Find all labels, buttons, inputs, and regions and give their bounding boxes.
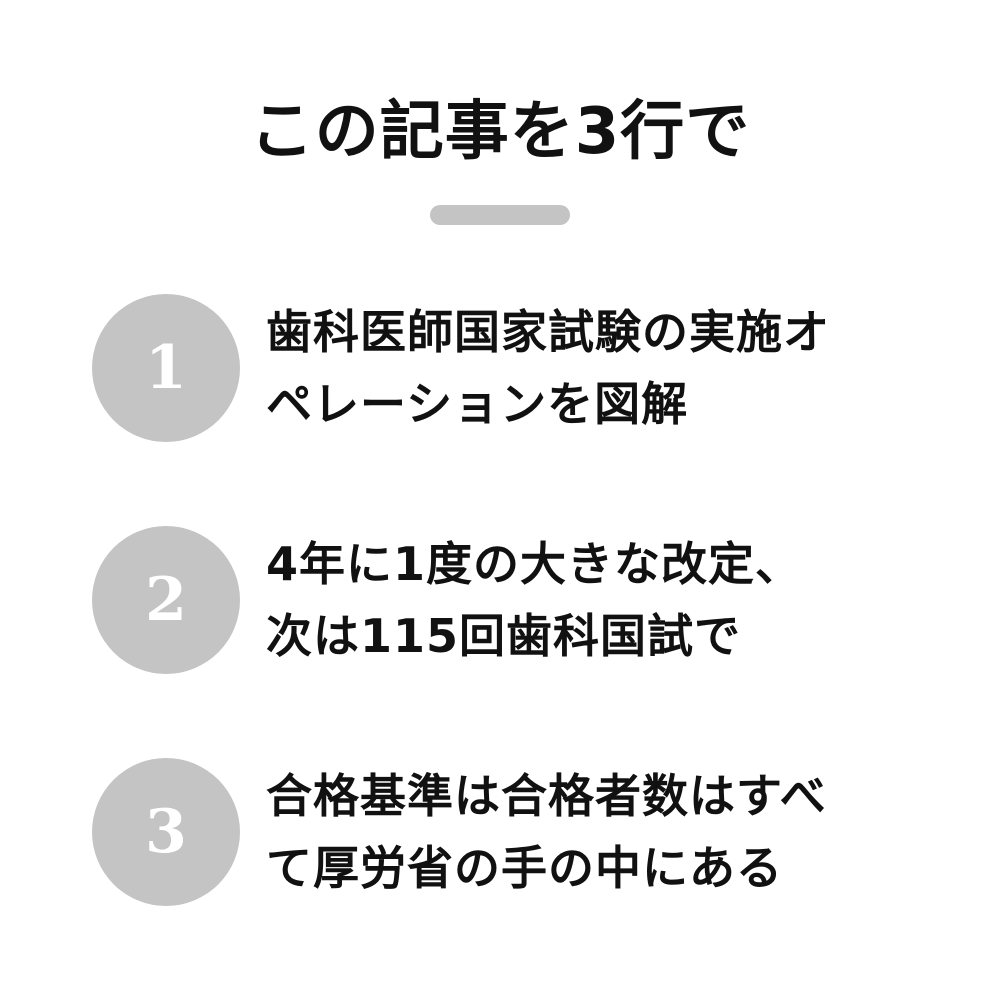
summary-line: 4年に1度の大きな改定、 xyxy=(266,537,803,591)
summary-text-1: 歯科医師国家試験の実施オ ペレーションを図解 xyxy=(266,296,956,440)
summary-line: ペレーションを図解 xyxy=(266,377,689,431)
summary-point-1: 1 歯科医師国家試験の実施オ ペレーションを図解 xyxy=(92,294,952,444)
summary-line: 合格基準は合格者数はすべ xyxy=(266,769,827,823)
summary-text-2: 4年に1度の大きな改定、 次は115回歯科国試で xyxy=(266,528,956,672)
summary-point-3: 3 合格基準は合格者数はすべ て厚労省の手の中にある xyxy=(92,758,952,908)
number-badge-2: 2 xyxy=(92,526,240,674)
title-divider xyxy=(430,205,570,225)
summary-line: て厚労省の手の中にある xyxy=(266,841,783,895)
summary-line: 歯科医師国家試験の実施オ xyxy=(266,305,830,359)
number-badge-3: 3 xyxy=(92,758,240,906)
summary-text-3: 合格基準は合格者数はすべ て厚労省の手の中にある xyxy=(266,760,956,904)
number-badge-1: 1 xyxy=(92,294,240,442)
summary-line: 次は115回歯科国試で xyxy=(266,609,742,663)
page-title: この記事を3行で xyxy=(249,95,751,169)
summary-point-2: 2 4年に1度の大きな改定、 次は115回歯科国試で xyxy=(92,526,952,676)
